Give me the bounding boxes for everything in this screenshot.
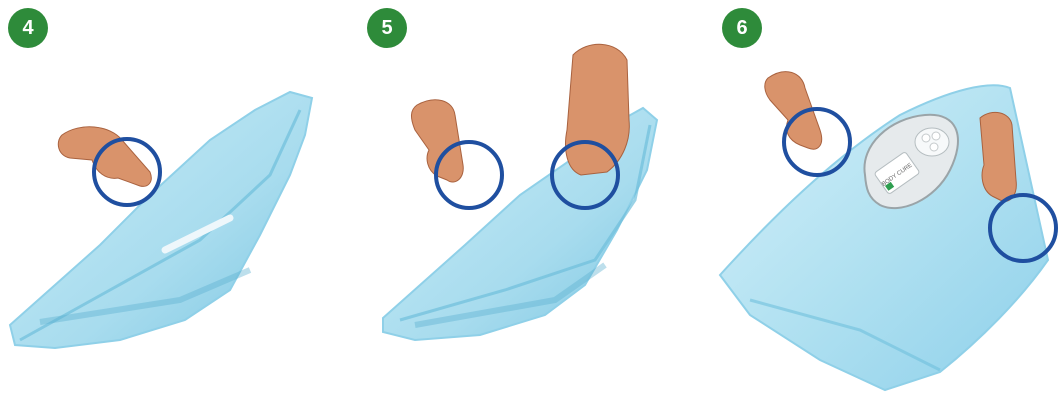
drape-illustration xyxy=(0,0,350,394)
step-6-panel: 6 BODY CURE xyxy=(710,0,1063,394)
sterile-drape xyxy=(10,92,312,348)
right-hand xyxy=(980,112,1016,201)
drape-tray-illustration: BODY CURE xyxy=(710,0,1063,394)
step-4-panel: 4 xyxy=(0,0,350,394)
right-hand xyxy=(566,44,630,175)
drape-illustration xyxy=(355,0,705,394)
hand xyxy=(58,127,151,187)
step-5-panel: 5 xyxy=(355,0,705,394)
